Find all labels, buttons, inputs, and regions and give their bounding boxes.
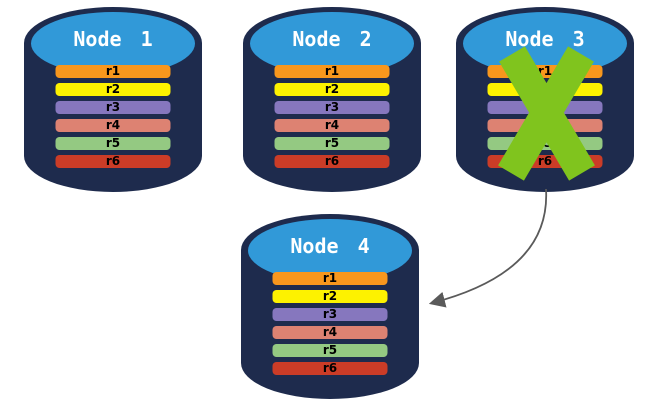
node-4-row-list: r1 r2 r3 r4 r5 r6 [272,272,388,375]
node-2: Node 2 r1 r2 r3 r4 r5 r6 [243,7,421,192]
node-3: Node 3 r1 r2 r3 r4 r5 r6 [456,7,634,192]
node-4-row-r3: r3 [272,308,388,321]
node-4-cylinder-top: Node 4 [248,219,412,282]
node-1-row-r3: r3 [55,101,171,114]
node-1-row-r6: r6 [55,155,171,168]
node-1-row-r5: r5 [55,137,171,150]
node-4-row-r5: r5 [272,344,388,357]
failure-cross-icon [498,46,595,181]
node-2-row-r3: r3 [274,101,390,114]
node-4: Node 4 r1 r2 r3 r4 r5 r6 [241,214,419,399]
node-4-row-r2: r2 [272,290,388,303]
node-1-title: Node 1 [73,27,153,51]
node-1-cylinder-top: Node 1 [31,12,195,75]
node-2-row-r1: r1 [274,65,390,78]
node-1: Node 1 r1 r2 r3 r4 r5 r6 [24,7,202,192]
node-2-row-list: r1 r2 r3 r4 r5 r6 [274,65,390,168]
node-2-cylinder-top: Node 2 [250,12,414,75]
node-2-row-r4: r4 [274,119,390,132]
node-3-cylinder-top: Node 3 [463,12,627,75]
node-1-row-list: r1 r2 r3 r4 r5 r6 [55,65,171,168]
node-4-row-r4: r4 [272,326,388,339]
node-1-row-r2: r2 [55,83,171,96]
node-1-row-r1: r1 [55,65,171,78]
node-1-row-r4: r4 [55,119,171,132]
node-4-row-r6: r6 [272,362,388,375]
node-2-row-r5: r5 [274,137,390,150]
node-2-title: Node 2 [292,27,372,51]
node-2-row-r6: r6 [274,155,390,168]
node-3-title: Node 3 [505,27,585,51]
node-4-row-r1: r1 [272,272,388,285]
node-4-title: Node 4 [290,234,370,258]
node-2-row-r2: r2 [274,83,390,96]
